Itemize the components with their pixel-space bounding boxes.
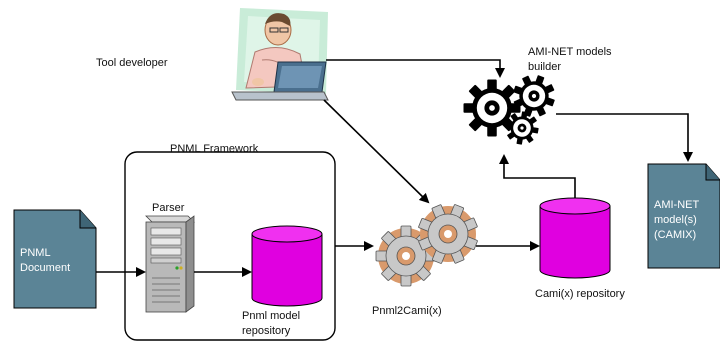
database-cylinder-icon: [539, 197, 611, 279]
label-ami-model-2: model(s): [654, 214, 697, 226]
label-pnml-document-2: Document: [20, 262, 70, 274]
label-pnml-document-1: PNML: [20, 247, 51, 259]
label-tool-developer: Tool developer: [96, 57, 168, 69]
arrow-developer-to-builder: [326, 59, 505, 78]
document-icon: [647, 163, 720, 269]
label-pnml2cami: Pnml2Cami(x): [372, 305, 442, 317]
label-pnml-repo-2: repository: [242, 325, 291, 337]
database-cylinder-icon: [251, 225, 323, 307]
arrow-developer-to-pnml2cami: [323, 99, 430, 204]
document-icon: [13, 209, 97, 309]
developer-at-laptop-icon: [231, 8, 329, 101]
server-tower-icon: [145, 215, 195, 313]
label-cami-repo: Cami(x) repository: [535, 288, 625, 300]
label-parser: Parser: [152, 202, 185, 214]
arrow-builder-to-ami-model: [556, 113, 693, 162]
label-ami-model-1: AMI-NET: [654, 199, 700, 211]
gears-icon: [375, 194, 488, 287]
gears-icon: [463, 69, 561, 148]
label-ami-model-3: (CAMIX): [654, 229, 696, 241]
flow-arrows: [96, 59, 693, 277]
label-pnml-framework: PNML Framework: [170, 143, 259, 155]
arrow-cami-repo-to-builder: [499, 154, 576, 198]
label-pnml-repo-1: Pnml model: [242, 310, 300, 322]
label-ami-builder-1: AMI-NET models: [528, 46, 612, 58]
label-ami-builder-2: builder: [528, 61, 561, 73]
